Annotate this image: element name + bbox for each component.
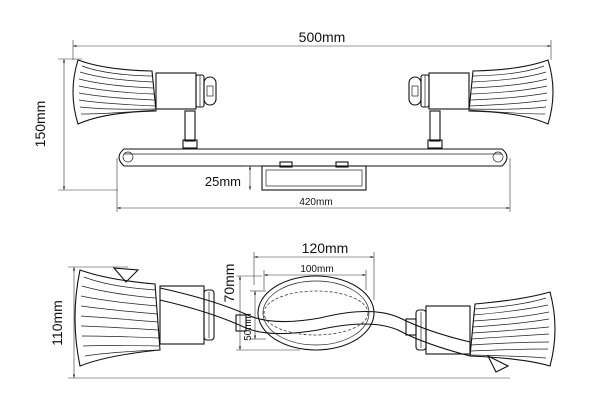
height-label: 150mm	[32, 101, 48, 148]
plan-view: 110mm	[49, 240, 556, 379]
left-spotlight-plan	[74, 267, 215, 367]
outer-plate-width-dimension: 70mm	[221, 264, 300, 351]
inner-plate-length-label: 100mm	[300, 264, 333, 275]
outer-plate-width-label: 70mm	[221, 264, 237, 303]
left-spotlight-head	[72, 59, 217, 125]
overall-width-label: 500mm	[299, 29, 346, 45]
base-plate-height-dimension: 25mm	[205, 165, 262, 190]
height-dimension: 150mm	[32, 58, 118, 191]
inner-plate-length-dimension: 100mm	[263, 264, 367, 290]
depth-dimension: 110mm	[49, 266, 510, 379]
outer-plate-length-label: 120mm	[302, 240, 349, 256]
overall-width-dimension: 500mm	[72, 29, 552, 60]
oval-canopy-plate	[257, 275, 375, 351]
right-stem	[427, 110, 443, 149]
front-elevation: 500mm 150mm	[32, 29, 554, 212]
depth-label: 110mm	[49, 300, 65, 346]
base-plate	[261, 161, 367, 191]
bar-length-dimension: 420mm	[116, 158, 511, 212]
left-stem	[182, 110, 198, 149]
right-spotlight-plan	[415, 291, 556, 373]
inner-plate-width-dimension: 50mm	[243, 290, 266, 341]
outer-plate-length-dimension: 120mm	[253, 240, 375, 300]
curved-arm	[159, 287, 471, 357]
bar-length-label: 420mm	[299, 197, 332, 208]
inner-plate-width-label: 50mm	[243, 313, 254, 341]
base-plate-height-label: 25mm	[205, 174, 241, 189]
right-spotlight-head	[408, 59, 554, 125]
mounting-bar	[118, 148, 508, 167]
